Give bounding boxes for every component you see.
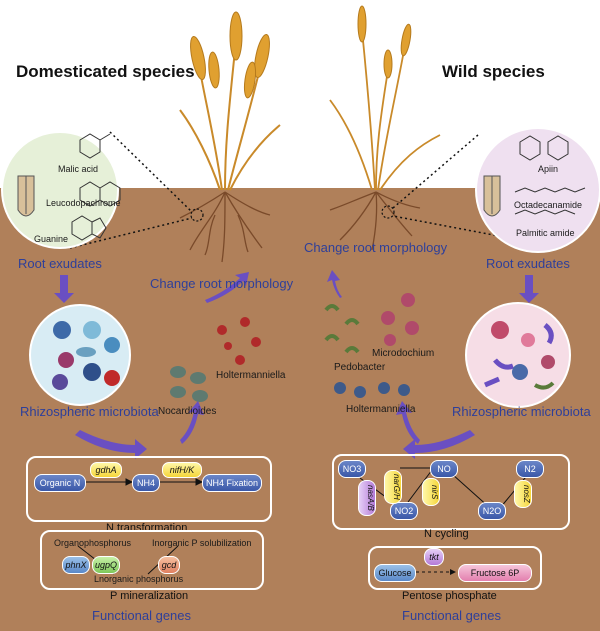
gene-gdha: gdhA	[90, 462, 122, 478]
node-organic-n: Organic N	[34, 474, 86, 492]
gene-nasa: nasA/B	[358, 480, 376, 516]
right-root-tip-icon	[483, 175, 501, 217]
right-change-root-label: Change root morphology	[304, 240, 448, 255]
gene-nifhk: nifH/K	[162, 462, 202, 478]
molecule-structures	[71, 133, 586, 241]
flow-arrows	[54, 270, 539, 459]
left-microbiota-label: Rhizospheric microbiota	[20, 404, 159, 419]
taxon-pedobacter: Pedobacter	[334, 362, 386, 373]
exudate-octadecanamide: Octadecanamide	[514, 200, 583, 210]
taxon-microdochium: Microdochium	[372, 348, 435, 359]
node-fructose-6p: Fructose 6P	[458, 564, 532, 582]
wild-spikes	[357, 5, 412, 79]
gene-gcd: gcd	[158, 556, 180, 574]
exudate-leucodopachrome: Leucodopachrome	[46, 198, 121, 208]
left-change-root-label: Change root morphology	[150, 276, 294, 291]
n-cycling-title: N cycling	[424, 528, 469, 540]
right-root-exudates-label: Root exudates	[486, 256, 570, 271]
taxon-holtermanniella-left: Holtermanniella	[216, 370, 286, 381]
taxon-nocardioides: Nocardioides	[158, 406, 217, 417]
wild-plant	[329, 29, 441, 191]
gene-nirs: nirS	[422, 478, 440, 506]
heading-domesticated: Domesticated species	[16, 62, 195, 81]
soil-microbes-left	[170, 317, 261, 402]
right-functional-genes: Functional genes	[402, 608, 502, 623]
p-mineralization-box	[40, 530, 264, 590]
p-inorganic-solubilization: Inorganic P solubilization	[152, 538, 252, 548]
right-exudate-bubble	[475, 127, 600, 253]
node-glucose: Glucose	[374, 564, 416, 582]
pentose-phosphate-box	[368, 546, 542, 590]
domesticated-roots	[179, 191, 271, 263]
n-cycling-box	[332, 454, 570, 530]
p-inorganic-phosphorus: Lnorganic phosphorus	[94, 574, 184, 584]
node-nh4-fixation: NH4 Fixation	[202, 474, 262, 492]
right-microbes	[484, 321, 555, 390]
exudate-guanine: Guanine	[34, 234, 69, 244]
left-root-exudates-label: Root exudates	[18, 256, 102, 271]
left-root-tip-icon	[17, 175, 35, 217]
node-n2: N2	[516, 460, 544, 478]
node-no3: NO3	[338, 460, 366, 478]
node-no: NO	[430, 460, 458, 478]
domesticated-spikes	[190, 11, 270, 99]
gene-phnx: phnX	[62, 556, 90, 574]
pentose-phosphate-title: Pentose phosphate	[402, 590, 497, 602]
right-microbiota-bubble	[465, 302, 571, 408]
p-organophosphorus: Organophosphorus	[54, 538, 132, 548]
taxon-holtermanniella-right: Holtermanniella	[346, 404, 416, 415]
gene-nosz: nosZ	[514, 480, 532, 508]
node-nh4-a: NH4	[132, 474, 160, 492]
exudate-palmitic-amide: Palmitic amide	[516, 228, 575, 238]
gene-tkt: tkt	[424, 548, 444, 566]
gene-ugpq: ugpQ	[92, 556, 120, 574]
left-functional-genes: Functional genes	[92, 608, 192, 623]
exudate-apiin: Apiin	[538, 164, 559, 174]
node-n2o: N2O	[478, 502, 506, 520]
left-microbes	[52, 321, 120, 390]
right-root-zoom	[381, 205, 395, 219]
right-microbiota-label: Rhizospheric microbiota	[452, 404, 591, 419]
p-mineralization-title: P mineralization	[110, 590, 189, 602]
node-no2: NO2	[390, 502, 418, 520]
heading-wild: Wild species	[442, 62, 545, 81]
left-exudate-bubble	[1, 131, 119, 249]
exudate-malic-acid: Malic acid	[58, 164, 99, 174]
n-transformation-box	[26, 456, 272, 522]
left-root-zoom	[190, 208, 204, 222]
gene-narg: narG/H	[384, 470, 402, 504]
soil-microbes-right	[324, 293, 419, 398]
